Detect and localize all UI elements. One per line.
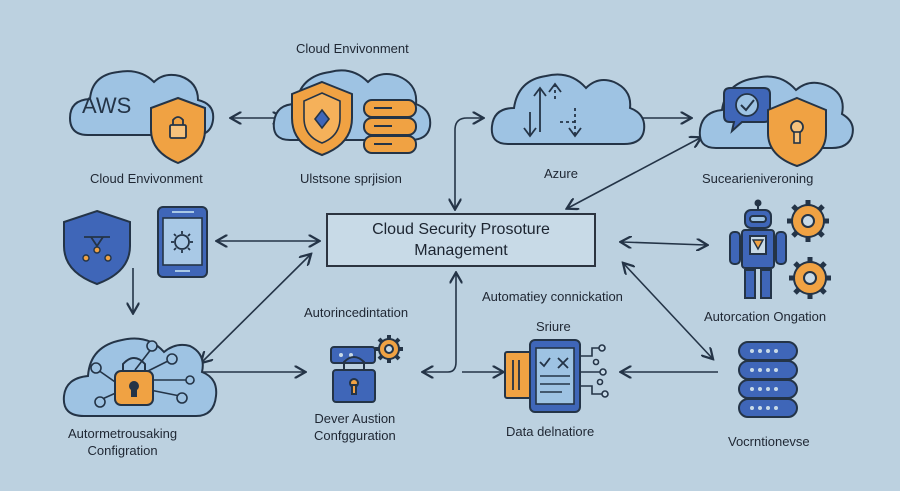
arrow-center-db <box>624 264 712 358</box>
chat-check-icon <box>723 87 771 134</box>
vulnerability-db-node <box>738 341 798 418</box>
center-title-line2: Management <box>414 242 508 259</box>
database-stack-icon <box>363 99 417 154</box>
gear-icon <box>789 257 831 299</box>
tracking-cloud-node <box>62 337 218 417</box>
label-device-auth-line2: Confgguration <box>314 428 396 443</box>
label-auto-tracking-line2: Configration <box>87 443 158 458</box>
label-cloud-env-top: Cloud Envivonment <box>296 41 409 56</box>
circuit-icon <box>580 344 609 398</box>
database-icon <box>738 341 798 418</box>
label-cloud-env-left: Cloud Envivonment <box>90 171 203 186</box>
label-azure: Azure <box>544 166 578 181</box>
label-secure: Sriure <box>536 319 571 334</box>
gear-icon <box>174 234 190 250</box>
lock-icon <box>114 357 154 406</box>
network-nodes-icon <box>90 340 195 408</box>
network-shield-node <box>63 209 131 286</box>
aws-text: AWS <box>82 93 131 118</box>
aws-cloud-node: AWS <box>68 70 215 165</box>
label-vulnerability: Vocrntionevse <box>728 434 810 449</box>
azure-cloud-node <box>490 73 646 145</box>
device-settings-node <box>157 206 208 278</box>
connectors <box>133 118 718 372</box>
arrow-center-cloudleft <box>202 255 310 362</box>
transfer-arrows-icon <box>523 82 582 138</box>
storage-cloud-node <box>272 69 432 157</box>
label-device-auth: Dever Austion Confgguration <box>314 410 396 444</box>
device-auth-node <box>330 335 403 403</box>
data-detection-node <box>504 339 609 413</box>
label-data-detection: Data delnatiore <box>506 424 595 439</box>
label-device-auth-line1: Dever Austion <box>314 411 396 426</box>
arrow-device-center <box>424 274 456 372</box>
label-automation-connect: Automatiey connickation <box>482 289 623 304</box>
label-security-monitoring: Sucearieniveroning <box>702 171 814 186</box>
cloud-icon <box>490 73 646 145</box>
security-monitoring-node <box>698 75 854 168</box>
label-auto-tracking: Autormetrousaking Configration <box>68 425 177 459</box>
gear-icon <box>787 200 829 242</box>
robot-icon <box>729 199 787 299</box>
label-auto-tracking-line1: Autormetrousaking <box>68 426 178 441</box>
label-automation-config: Autorcation Ongation <box>704 309 827 324</box>
automation-robot-node <box>729 199 831 299</box>
arrow-center-azure <box>455 118 482 208</box>
cspm-center-box: Cloud Security Prosoture Management <box>326 213 596 267</box>
center-title-line1: Cloud Security Prosoture <box>372 221 550 238</box>
label-autoincident: Autorincedintation <box>304 305 409 320</box>
lock-icon <box>332 356 376 403</box>
gear-icon <box>375 335 403 363</box>
arrow-center-security <box>568 138 700 208</box>
label-storage: Ulstsone sprjision <box>300 171 402 186</box>
arrow-center-robot <box>622 242 706 245</box>
